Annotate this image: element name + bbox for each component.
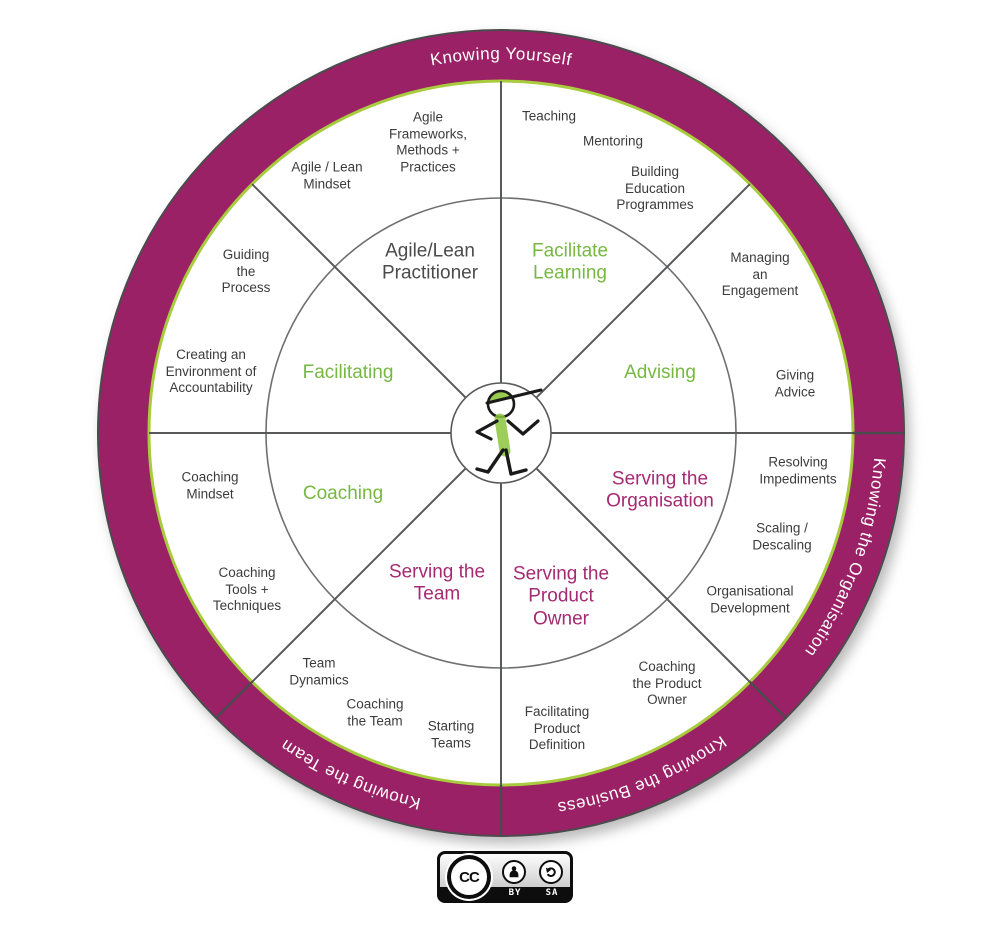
spoke-southeast (535, 467, 751, 683)
band-dividers (215, 431, 904, 836)
cc-license-badge[interactable]: CC BY SA (437, 851, 573, 903)
cc-sa-share-alike-icon (539, 860, 563, 884)
cc-sa-label: SA (545, 888, 559, 898)
cc-by-label: BY (508, 888, 522, 898)
band-divider-southwest (215, 681, 253, 719)
radial-spokes (149, 81, 853, 785)
coach-stick-figure-icon (475, 388, 543, 476)
spoke-southwest (251, 467, 467, 683)
cc-by-person-icon (502, 860, 526, 884)
spoke-northwest (251, 183, 467, 399)
spoke-northeast (535, 183, 751, 399)
cc-logo-icon: CC (447, 855, 491, 899)
band-divider-southeast (749, 681, 787, 719)
